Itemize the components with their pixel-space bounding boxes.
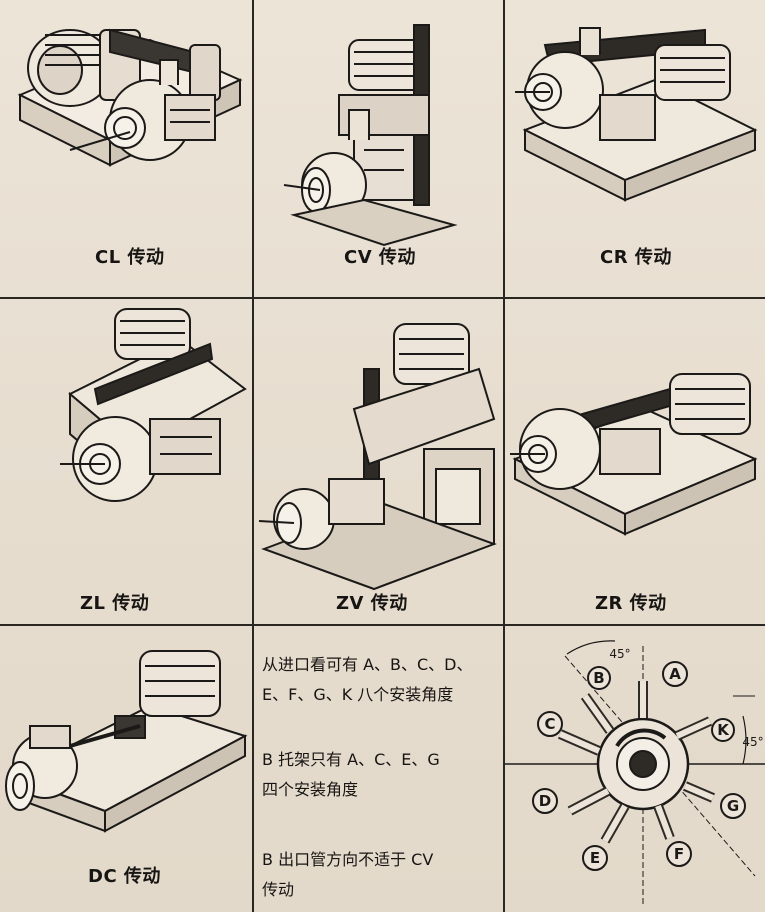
- cell-cv: CV 传动: [254, 0, 503, 297]
- caption-zl: ZL 传动: [80, 593, 150, 614]
- cell-cr: CR 传动: [505, 0, 765, 297]
- zr-pump-illustration: [510, 373, 758, 536]
- label-c: C: [544, 715, 555, 733]
- grid-divider-v2: [503, 0, 505, 912]
- label-a: A: [669, 665, 681, 683]
- grid-divider-h2: [0, 624, 765, 626]
- grid-divider-h1: [0, 297, 765, 299]
- zl-pump-illustration: [60, 308, 247, 502]
- label-e: E: [590, 849, 600, 867]
- caption-cv: CV 传动: [344, 247, 416, 268]
- cell-zv: ZV 传动: [254, 299, 503, 624]
- note-line-6: 传动: [262, 880, 295, 899]
- note-line-3: B 托架只有 A、C、E、G: [262, 750, 440, 769]
- label-d: D: [539, 792, 551, 810]
- zv-pump-illustration: [258, 323, 497, 591]
- cell-zr: ZR 传动: [505, 299, 765, 624]
- caption-cl: CL 传动: [95, 247, 165, 268]
- note-line-4: 四个安装角度: [262, 780, 359, 799]
- caption-cr: CR 传动: [600, 247, 672, 268]
- cv-pump-illustration: [283, 24, 458, 247]
- cl-pump-illustration: [17, 28, 243, 167]
- caption-zv: ZV 传动: [336, 593, 408, 614]
- label-k: K: [717, 721, 730, 739]
- note-line-1: 从进口看可有 A、B、C、D、: [262, 655, 473, 674]
- caption-dc: DC 传动: [88, 866, 161, 887]
- grid-divider-v1: [252, 0, 254, 912]
- angle-top-label: 45°: [609, 647, 630, 661]
- installation-angle-diagram: A B C D E F G K 45° 45°: [505, 626, 765, 912]
- cell-cl: CL 传动: [0, 0, 252, 297]
- label-g: G: [727, 797, 739, 815]
- note-line-2: E、F、G、K 八个安装角度: [262, 685, 454, 704]
- caption-zr: ZR 传动: [595, 593, 667, 614]
- angle-right-label: 45°: [742, 735, 763, 749]
- cell-zl: ZL 传动: [0, 299, 252, 624]
- note-line-5: B 出口管方向不适于 CV: [262, 850, 434, 869]
- label-b: B: [593, 669, 604, 687]
- cr-pump-illustration: [515, 27, 758, 202]
- cell-dc: DC 传动: [0, 626, 252, 912]
- angle-diagram-svg: A B C D E F G K 45° 45°: [505, 640, 765, 906]
- dc-pump-illustration: [5, 650, 248, 833]
- label-f: F: [674, 845, 684, 863]
